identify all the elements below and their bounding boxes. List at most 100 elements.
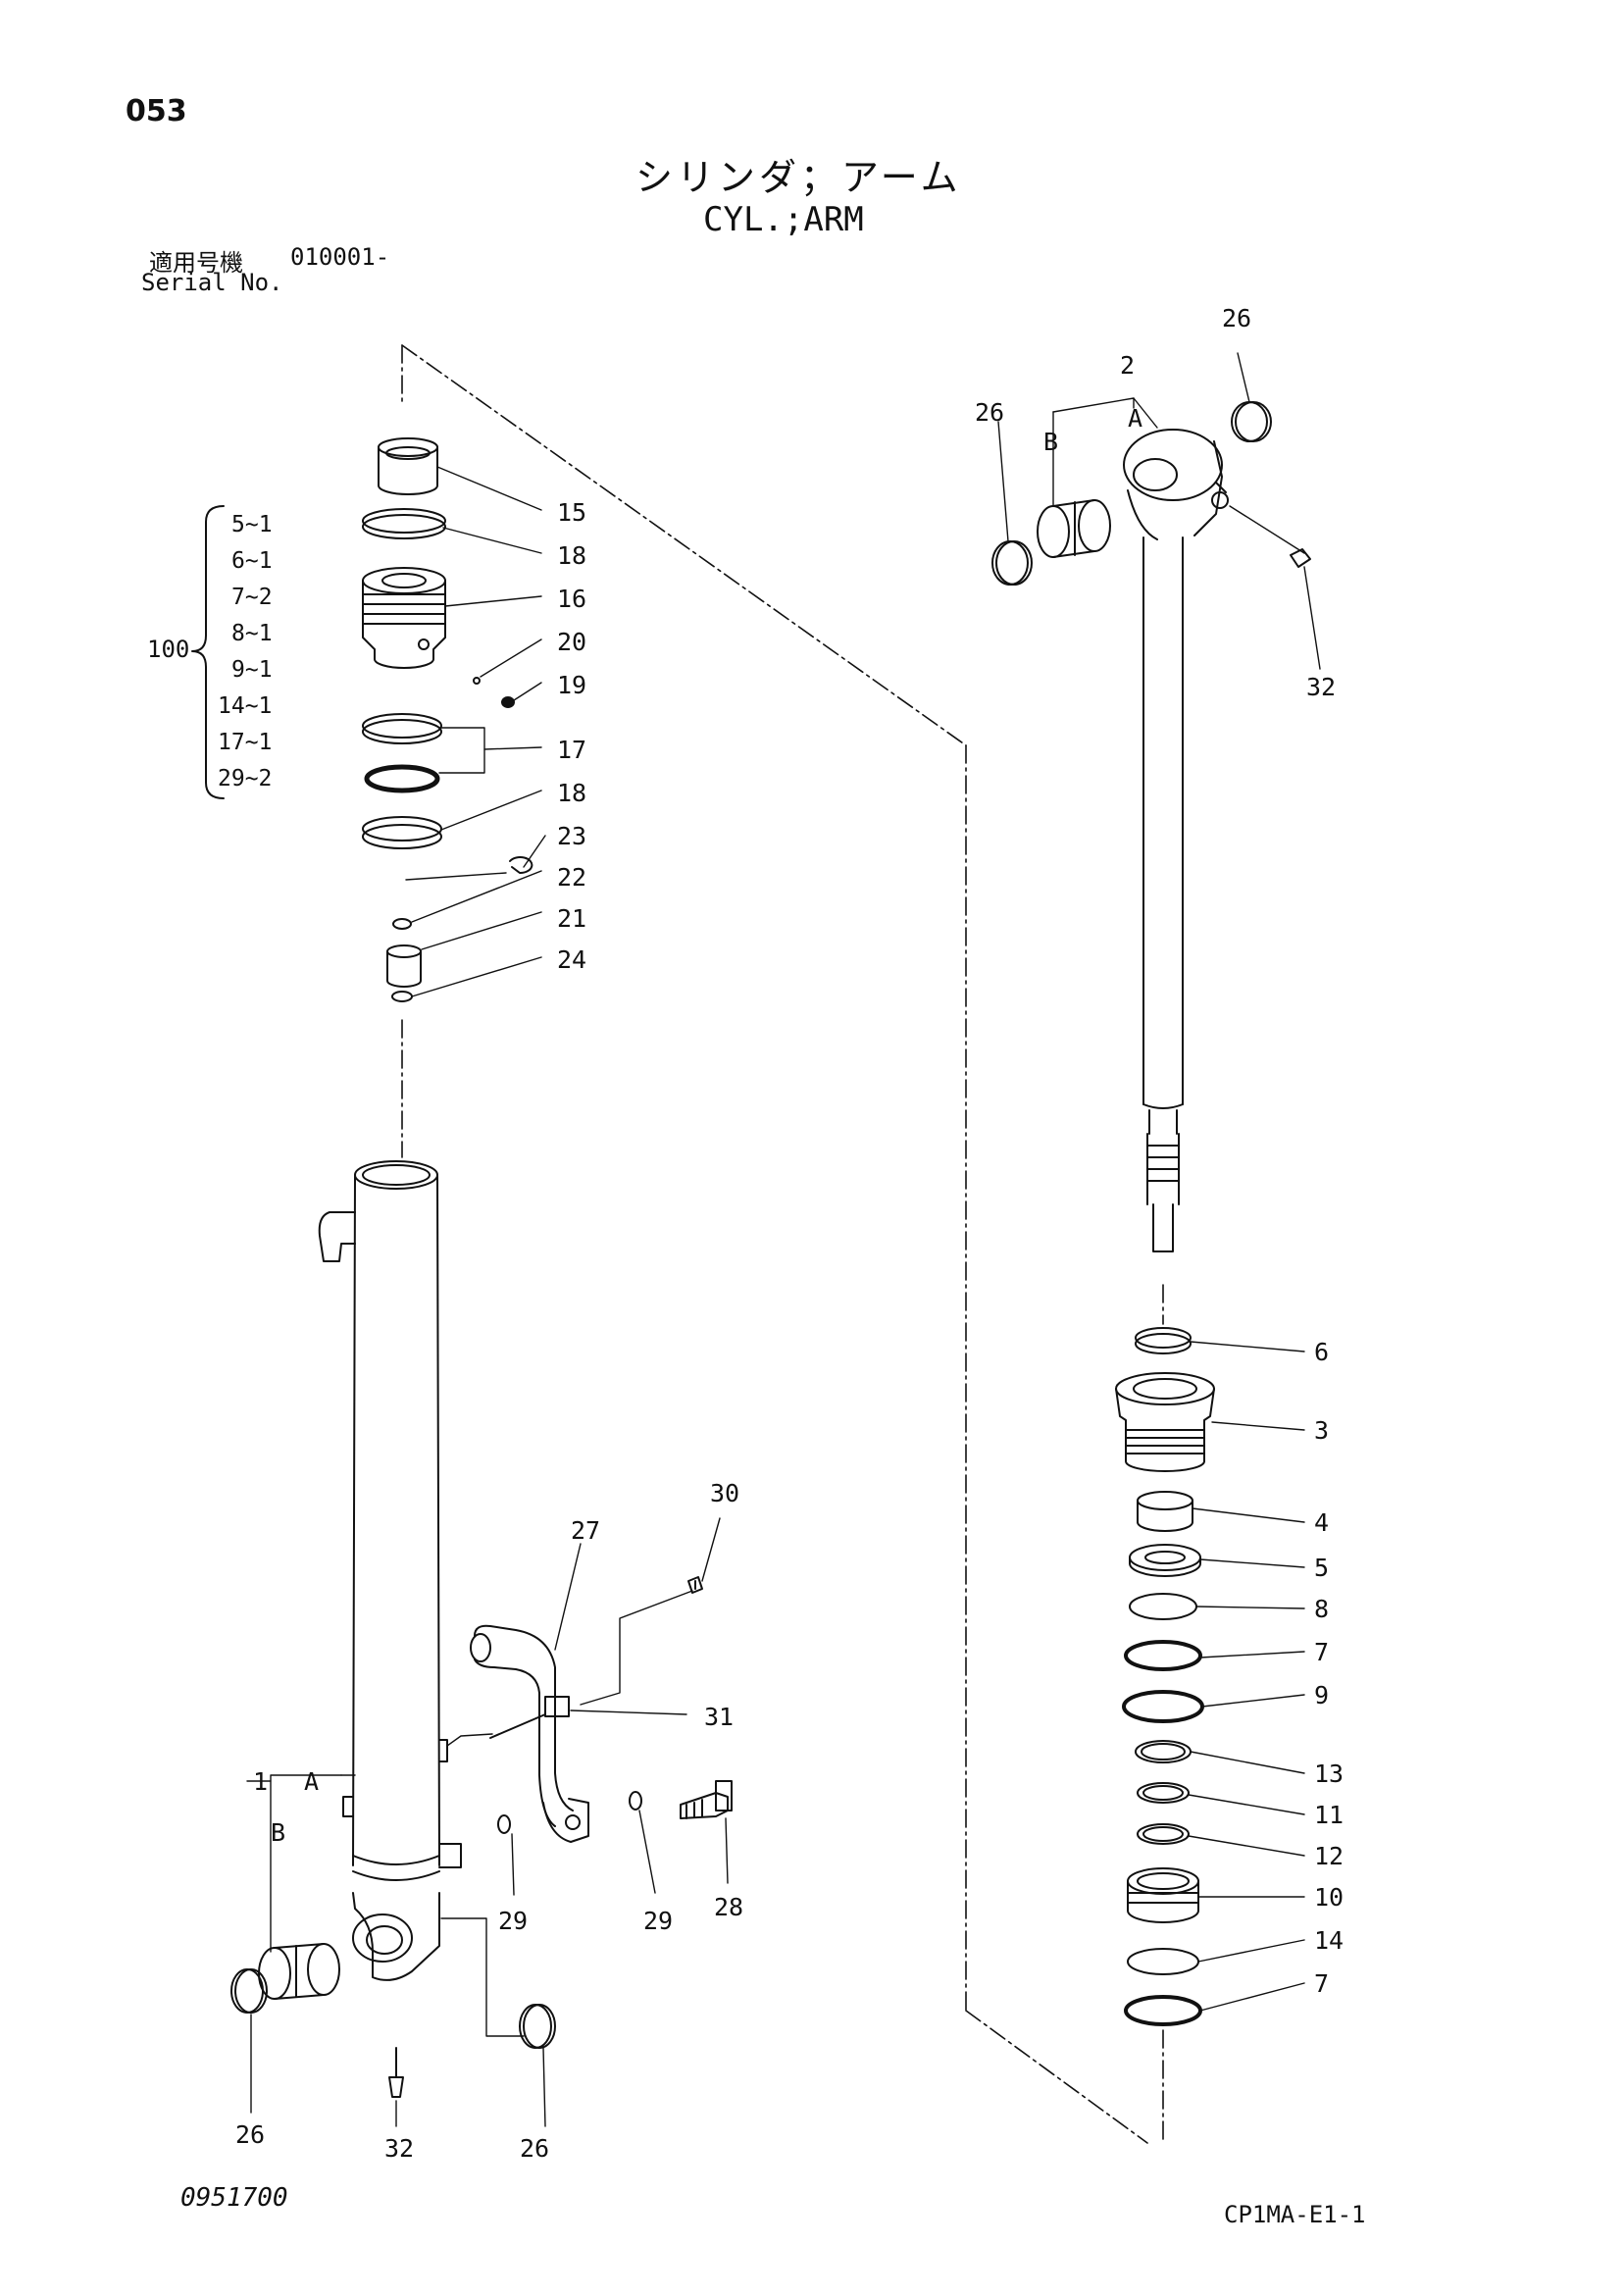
part-11-ring <box>1137 1782 1190 1804</box>
callout-18-lower: 18 <box>557 779 587 807</box>
callout-3: 3 <box>1314 1416 1330 1445</box>
callout-16: 16 <box>557 585 587 613</box>
part-18-ring <box>362 508 446 539</box>
callout-24: 24 <box>557 945 587 974</box>
callout-8: 8 <box>1314 1595 1330 1623</box>
part-19-set-screw <box>501 696 515 708</box>
callout-1: 1 <box>253 1767 269 1796</box>
callout-32-left: 32 <box>384 2134 415 2163</box>
callout-27: 27 <box>571 1516 601 1545</box>
kit-number: 100 <box>147 636 190 663</box>
part-23-snap-ring <box>509 856 533 875</box>
callout-19: 19 <box>557 671 587 699</box>
part-4-bushing <box>1137 1491 1193 1532</box>
callout-14: 14 <box>1314 1926 1345 1955</box>
part-12-ring <box>1137 1823 1190 1845</box>
callout-1-a: A <box>304 1767 320 1796</box>
serial-value: 010001- <box>290 243 390 271</box>
kit-item: 8~1 <box>231 621 273 646</box>
assembly-guide-lines <box>401 344 1164 2144</box>
callout-28: 28 <box>714 1893 744 1921</box>
part-15-bushing <box>378 437 438 495</box>
callout-1-b: B <box>271 1818 286 1847</box>
part-24-washer <box>391 991 413 1002</box>
part-32-grease-nipple-left <box>388 2047 404 2098</box>
part-22-washer <box>392 918 412 930</box>
callout-26-lower-right: 26 <box>520 2134 550 2163</box>
part-8-seal <box>1129 1593 1197 1620</box>
diagram-title-english: CYL.;ARM <box>703 200 864 239</box>
part-b-bushing-upper-right <box>1037 499 1111 558</box>
part-2-piston-rod <box>1123 429 1229 1252</box>
callout-11: 11 <box>1314 1801 1345 1829</box>
callout-4: 4 <box>1314 1508 1330 1537</box>
callout-26-top: 26 <box>1222 304 1252 332</box>
kit-item: 6~1 <box>231 548 273 574</box>
part-6-wiper <box>1135 1327 1192 1354</box>
part-14-ring <box>1127 1948 1199 1975</box>
serial-label-english: Serial No. <box>141 269 283 296</box>
kit-item: 7~2 <box>231 585 273 610</box>
kit-item: 14~1 <box>218 693 273 719</box>
part-29-oring-right <box>629 1791 642 1811</box>
part-16-piston <box>362 567 446 669</box>
callout-32-right: 32 <box>1306 673 1337 701</box>
callout-18: 18 <box>557 541 587 570</box>
part-26-ring-upper-left <box>991 540 1033 586</box>
part-3-rod-cover <box>1115 1372 1215 1472</box>
kit-bracket <box>191 505 225 799</box>
callout-26-lower-left: 26 <box>235 2120 266 2149</box>
part-27-pipe <box>470 1624 589 1843</box>
sheet-code: CP1MA-E1-1 <box>1224 2201 1366 2228</box>
part-32-grease-nipple-right <box>1290 548 1311 568</box>
part-10-nut <box>1127 1867 1199 1923</box>
callout-10: 10 <box>1314 1883 1345 1912</box>
kit-item: 9~1 <box>231 657 273 683</box>
part-26-ring-lower-left <box>230 1968 268 2014</box>
part-17-seal-pair <box>362 713 442 793</box>
callout-2-a: A <box>1128 404 1143 433</box>
callout-29-right: 29 <box>643 1907 674 1935</box>
part-30-bolt <box>687 1576 703 1594</box>
part-18-ring-lower <box>362 816 442 849</box>
page-number: 053 <box>126 94 187 128</box>
drawing-number: 0951700 <box>180 2183 288 2213</box>
part-13-ring <box>1135 1740 1192 1763</box>
callout-7: 7 <box>1314 1638 1330 1666</box>
leader-lines <box>246 352 1321 2127</box>
callout-2: 2 <box>1120 351 1136 380</box>
callout-23: 23 <box>557 822 587 850</box>
callout-17: 17 <box>557 736 587 764</box>
part-29-oring-left <box>497 1814 511 1834</box>
part-26-ring-upper-right <box>1231 401 1272 442</box>
callout-12: 12 <box>1314 1842 1345 1870</box>
callout-13: 13 <box>1314 1760 1345 1788</box>
callout-2-b: B <box>1043 428 1059 456</box>
callout-30: 30 <box>710 1479 740 1507</box>
part-b-bushing-lower-left <box>258 1943 340 2000</box>
callout-26-upper-left: 26 <box>975 398 1005 427</box>
part-9-oring <box>1122 1690 1204 1723</box>
part-31-clamp <box>489 1696 570 1739</box>
part-7-oring-upper <box>1124 1640 1202 1671</box>
diagram-title-japanese: シリンダ；アーム <box>635 156 962 199</box>
kit-item: 29~2 <box>218 766 273 791</box>
callout-20: 20 <box>557 628 587 656</box>
callout-31: 31 <box>704 1703 735 1731</box>
callout-22: 22 <box>557 863 587 892</box>
part-28-fitting <box>680 1780 733 1819</box>
part-5-buffer-ring <box>1129 1544 1201 1577</box>
callout-15: 15 <box>557 498 587 527</box>
callout-7-lower: 7 <box>1314 1969 1330 1998</box>
part-26-ring-lower-right <box>519 2004 556 2049</box>
part-1-cylinder-tube <box>318 1160 462 1981</box>
callout-5: 5 <box>1314 1554 1330 1582</box>
kit-item: 5~1 <box>231 512 273 537</box>
callout-21: 21 <box>557 904 587 933</box>
part-7-oring-lower <box>1124 1995 1202 2026</box>
kit-item: 17~1 <box>218 730 273 755</box>
callout-9: 9 <box>1314 1681 1330 1709</box>
callout-29: 29 <box>498 1907 529 1935</box>
part-21-sleeve <box>386 944 422 988</box>
